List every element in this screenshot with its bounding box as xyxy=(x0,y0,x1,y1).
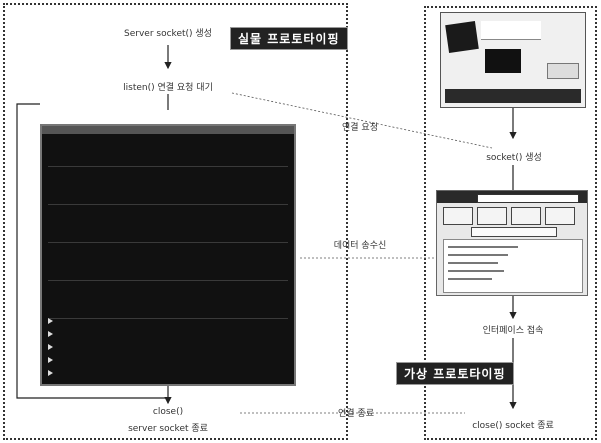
physical-prototyping-tag: 실물 프로토타이핑 xyxy=(230,27,348,50)
client-interface-window xyxy=(436,190,588,296)
dotted-connect-request xyxy=(231,92,493,149)
terminal-prompt-icon xyxy=(48,344,53,350)
log-line xyxy=(448,278,492,280)
app-bottom-bar xyxy=(445,89,581,103)
client-socket-label: socket() 생성 xyxy=(486,153,542,163)
window-button-2[interactable] xyxy=(477,207,507,225)
client-close-label: close() socket 종료 xyxy=(472,421,554,431)
window-wide-button[interactable] xyxy=(471,227,557,237)
terminal-prompt-icon xyxy=(48,357,53,363)
log-line xyxy=(448,262,498,264)
rubiks-cube-image xyxy=(445,21,479,53)
client-interface-label: 인터페이스 접속 xyxy=(482,326,544,336)
data-exchange-label: 데이터 송수신 xyxy=(333,241,387,251)
server-listen-label: listen() 연결 요청 대기 xyxy=(123,83,213,93)
window-address-input[interactable] xyxy=(477,194,579,203)
terminal-prompt-icon xyxy=(48,331,53,337)
client-panel xyxy=(424,6,597,440)
window-button-1[interactable] xyxy=(443,207,473,225)
terminal-row xyxy=(48,280,288,281)
server-terminal-screenshot xyxy=(40,124,296,386)
terminal-row xyxy=(48,166,288,167)
server-create-label: Server socket() 생성 xyxy=(124,29,212,39)
client-app-screenshot xyxy=(440,12,586,108)
app-dark-block xyxy=(485,49,521,73)
terminal-row xyxy=(48,242,288,243)
terminal-row xyxy=(48,204,288,205)
log-line xyxy=(448,270,504,272)
virtual-prototyping-tag: 가상 프로토타이핑 xyxy=(396,362,514,385)
terminal-row xyxy=(48,318,288,319)
disconnect-label: 연결 종료 xyxy=(338,409,374,419)
loop-bracket-line xyxy=(16,103,168,399)
window-log-area xyxy=(443,239,583,293)
server-close-label-1: close() xyxy=(152,407,184,417)
log-line xyxy=(448,246,518,248)
app-logo-graphic xyxy=(481,21,541,40)
terminal-title-bar xyxy=(42,126,294,134)
window-button-3[interactable] xyxy=(511,207,541,225)
terminal-prompt-icon xyxy=(48,318,53,324)
connect-request-label: 연결 요청 xyxy=(342,123,378,133)
window-button-4[interactable] xyxy=(545,207,575,225)
app-button-graphic xyxy=(547,63,579,79)
server-close-label-2: server socket 종료 xyxy=(128,424,208,434)
log-line xyxy=(448,254,508,256)
terminal-prompt-icon xyxy=(48,370,53,376)
server-panel xyxy=(3,3,348,440)
